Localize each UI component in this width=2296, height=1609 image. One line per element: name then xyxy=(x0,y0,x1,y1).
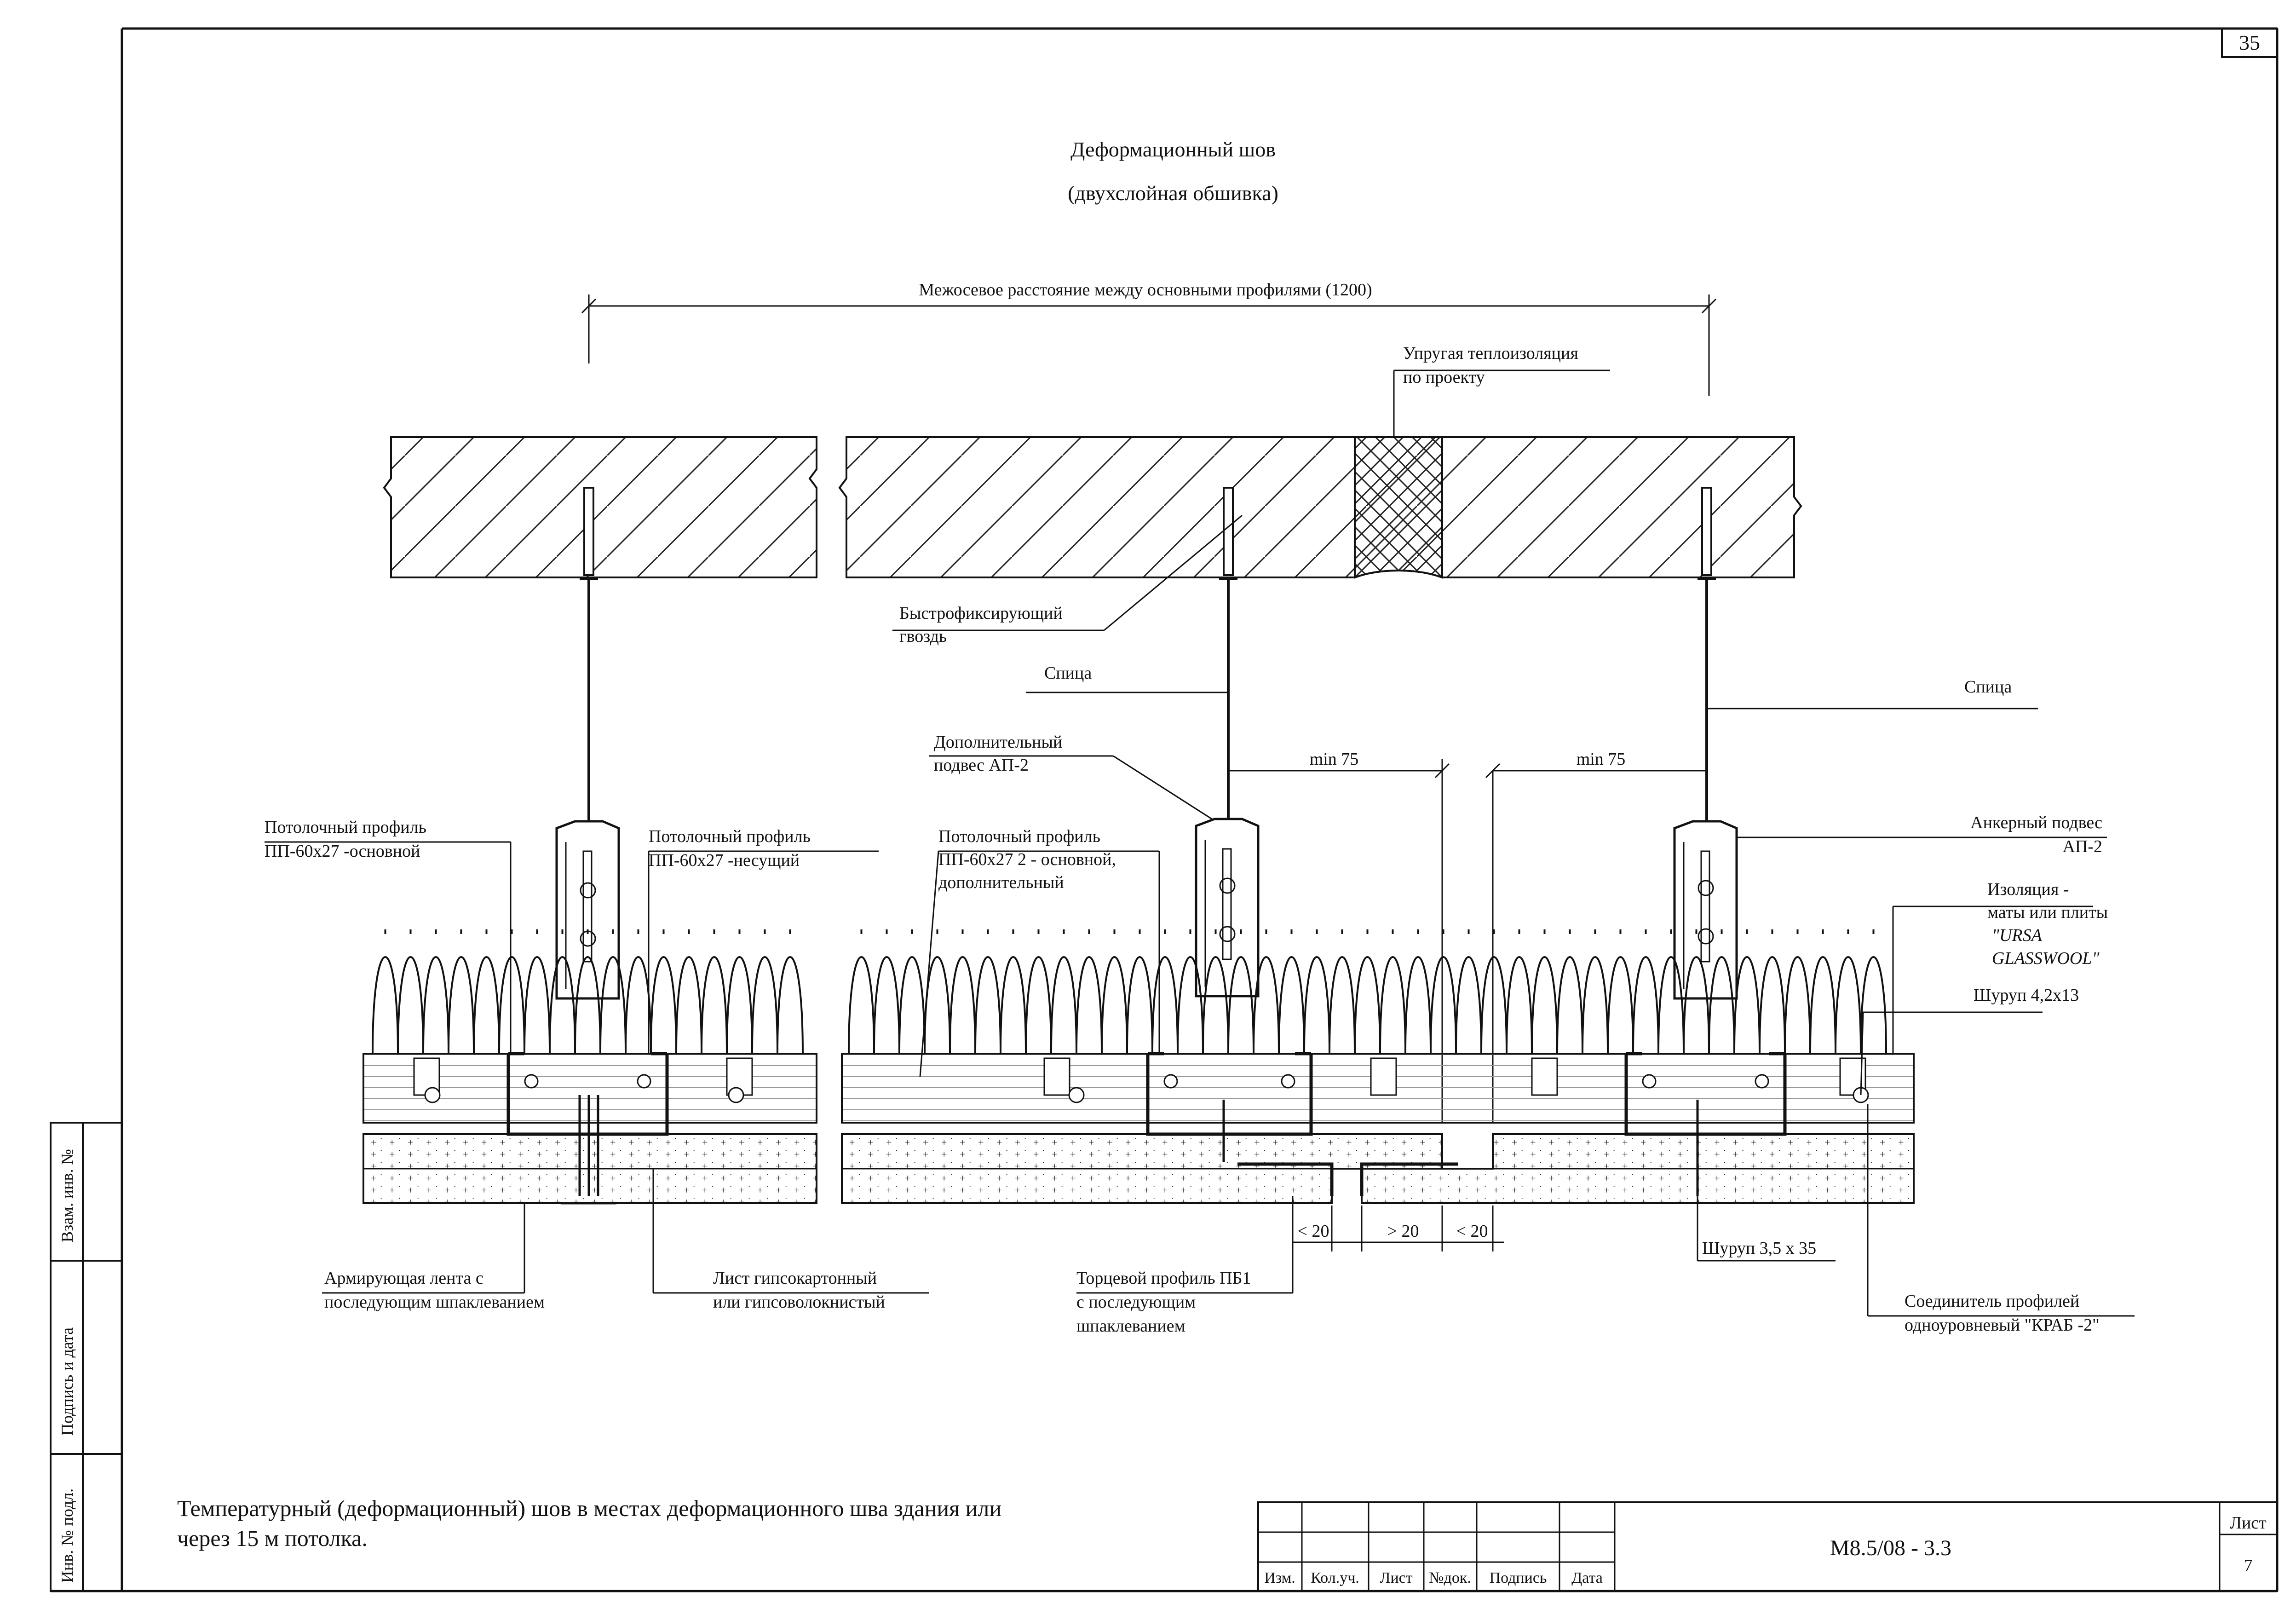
svg-text:гвоздь: гвоздь xyxy=(899,627,947,646)
note-line-1: Температурный (деформационный) шов в мес… xyxy=(177,1495,1001,1521)
svg-text:Изоляция -: Изоляция - xyxy=(1987,880,2069,899)
svg-text:"URSA: "URSA xyxy=(1992,926,2043,945)
svg-text:одноуровневый "КРАБ -2": одноуровневый "КРАБ -2" xyxy=(1905,1315,2100,1335)
sheet-number: 35 xyxy=(2239,31,2260,54)
svg-text:Потолочный профиль: Потолочный профиль xyxy=(938,827,1100,846)
svg-text:Спица: Спица xyxy=(1044,663,1092,683)
drawing-subtitle: (двухслойная обшивка) xyxy=(1068,181,1278,205)
svg-text:№док.: №док. xyxy=(1429,1569,1471,1586)
svg-text:min 75: min 75 xyxy=(1310,750,1359,769)
svg-text:GLASSWOOL": GLASSWOOL" xyxy=(1992,949,2100,968)
svg-text:ПП-60х27 -основной: ПП-60х27 -основной xyxy=(265,842,420,861)
svg-text:Торцевой профиль ПБ1: Торцевой профиль ПБ1 xyxy=(1076,1269,1251,1288)
end-profile-callout: Торцевой профиль ПБ1 с последующим шпакл… xyxy=(1076,1196,1294,1336)
svg-text:Инв. № подл.: Инв. № подл. xyxy=(58,1488,76,1583)
svg-text:min 75: min 75 xyxy=(1577,750,1626,769)
gap-dimensions: < 20 > 20 < 20 xyxy=(1292,1205,1504,1251)
axis-spacing-dimension: Межосевое расстояние между основными про… xyxy=(581,280,1717,396)
svg-text:> 20: > 20 xyxy=(1387,1222,1419,1241)
svg-text:с последующим: с последующим xyxy=(1076,1292,1196,1312)
svg-text:Подпись и дата: Подпись и дата xyxy=(58,1327,76,1436)
svg-text:Потолочный профиль: Потолочный профиль xyxy=(649,827,811,846)
svg-text:последующим шпаклеванием: последующим шпаклеванием xyxy=(324,1292,545,1312)
drawing-title: Деформационный шов xyxy=(1070,138,1276,161)
svg-text:Лист: Лист xyxy=(1380,1569,1412,1586)
isolation-callout: Изоляция - маты или плиты "URSA GLASSWOO… xyxy=(1892,880,2108,1054)
screw-bottom-callout: Шуруп 3,5 х 35 xyxy=(1697,1196,1836,1262)
sheet-callout: Лист гипсокартонный или гипсоволокнистый xyxy=(652,1169,929,1312)
profile-extra-callout: Потолочный профиль ПП-60х27 2 - основной… xyxy=(919,827,1160,1077)
svg-text:Армирующая лента с: Армирующая лента с xyxy=(324,1269,483,1288)
svg-text:Подпись: Подпись xyxy=(1490,1569,1547,1586)
insulation-mats xyxy=(372,929,1887,1054)
svg-text:< 20: < 20 xyxy=(1456,1222,1488,1241)
svg-text:< 20: < 20 xyxy=(1298,1222,1329,1241)
svg-text:ПП-60х27 -несущий: ПП-60х27 -несущий xyxy=(649,851,800,870)
connector-callout: Соединитель профилей одноуровневый "КРАБ… xyxy=(1867,1104,2135,1335)
svg-text:Лист гипсокартонный: Лист гипсокартонный xyxy=(713,1269,877,1288)
svg-text:или гипсоволокнистый: или гипсоволокнистый xyxy=(713,1292,885,1312)
side-stamp: Взам. инв. № Подпись и дата Инв. № подл. xyxy=(50,1122,123,1592)
svg-text:Быстрофиксирующий: Быстрофиксирующий xyxy=(899,604,1063,623)
hanger-rods xyxy=(580,487,1716,828)
concrete-slab-left xyxy=(383,436,817,578)
svg-text:Лист: Лист xyxy=(2230,1513,2267,1533)
svg-text:подвес АП-2: подвес АП-2 xyxy=(934,755,1029,775)
svg-text:Дата: Дата xyxy=(1571,1569,1603,1586)
svg-text:Кол.уч.: Кол.уч. xyxy=(1311,1569,1359,1586)
profile-bearing-callout: Потолочный профиль ПП-60х27 -несущий xyxy=(648,827,879,1054)
rod-callout-right: Спица xyxy=(1707,677,2038,709)
svg-text:ПП-60х27 2 - основной,: ПП-60х27 2 - основной, xyxy=(938,850,1116,869)
svg-text:дополнительный: дополнительный xyxy=(938,873,1064,892)
anchor-hangers xyxy=(555,818,1738,1000)
svg-text:Изм.: Изм. xyxy=(1264,1569,1295,1586)
svg-text:Шуруп 4,2х13: Шуруп 4,2х13 xyxy=(1974,986,2079,1005)
svg-text:маты или плиты: маты или плиты xyxy=(1987,903,2108,922)
extra-hanger-callout: Дополнительный подвес АП-2 xyxy=(929,732,1220,825)
drawing-frame xyxy=(51,27,2279,1592)
concrete-slab-right xyxy=(838,436,1802,579)
profile-main-callout: Потолочный профиль ПП-60х27 -основной xyxy=(265,818,512,1054)
profile-layer xyxy=(363,1053,1915,1124)
svg-text:7: 7 xyxy=(2244,1556,2253,1575)
tape-callout: Армирующая лента с последующим шпаклеван… xyxy=(322,1203,545,1312)
insulation-top-callout: Упругая теплоизоляция по проекту xyxy=(1393,344,1610,437)
svg-text:Потолочный профиль: Потолочный профиль xyxy=(265,818,426,837)
gypsum-boards xyxy=(363,1095,1915,1205)
note-line-2: через 15 м потолка. xyxy=(177,1525,368,1551)
rod-callout-left: Спица xyxy=(1026,663,1228,693)
title-block: Изм. Кол.уч. Лист №док. Подпись Дата М8.… xyxy=(1257,1501,2278,1592)
svg-text:Анкерный подвес: Анкерный подвес xyxy=(1970,813,2102,832)
axis-spacing-label: Межосевое расстояние между основными про… xyxy=(919,280,1372,300)
svg-text:Упругая теплоизоляция: Упругая теплоизоляция xyxy=(1403,344,1578,363)
document-code: М8.5/08 - 3.3 xyxy=(1830,1536,1951,1560)
expansion-joint-insulation xyxy=(1354,436,1443,579)
svg-text:Спица: Спица xyxy=(1964,677,2012,697)
svg-text:шпаклеванием: шпаклеванием xyxy=(1076,1316,1185,1336)
svg-text:АП-2: АП-2 xyxy=(2062,837,2102,856)
svg-text:Шуруп 3,5 х 35: Шуруп 3,5 х 35 xyxy=(1702,1239,1816,1258)
svg-text:по проекту: по проекту xyxy=(1403,368,1485,387)
nail-callout: Быстрофиксирующий гвоздь xyxy=(892,514,1243,646)
anchor-callout: Анкерный подвес АП-2 xyxy=(1737,813,2107,856)
screw-top-callout: Шуруп 4,2х13 xyxy=(1860,986,2079,1096)
svg-text:Взам. инв. №: Взам. инв. № xyxy=(58,1149,76,1242)
svg-text:Соединитель профилей: Соединитель профилей xyxy=(1905,1292,2079,1311)
svg-text:Дополнительный: Дополнительный xyxy=(934,732,1062,752)
sheet-number-box: 35 xyxy=(2221,28,2278,58)
